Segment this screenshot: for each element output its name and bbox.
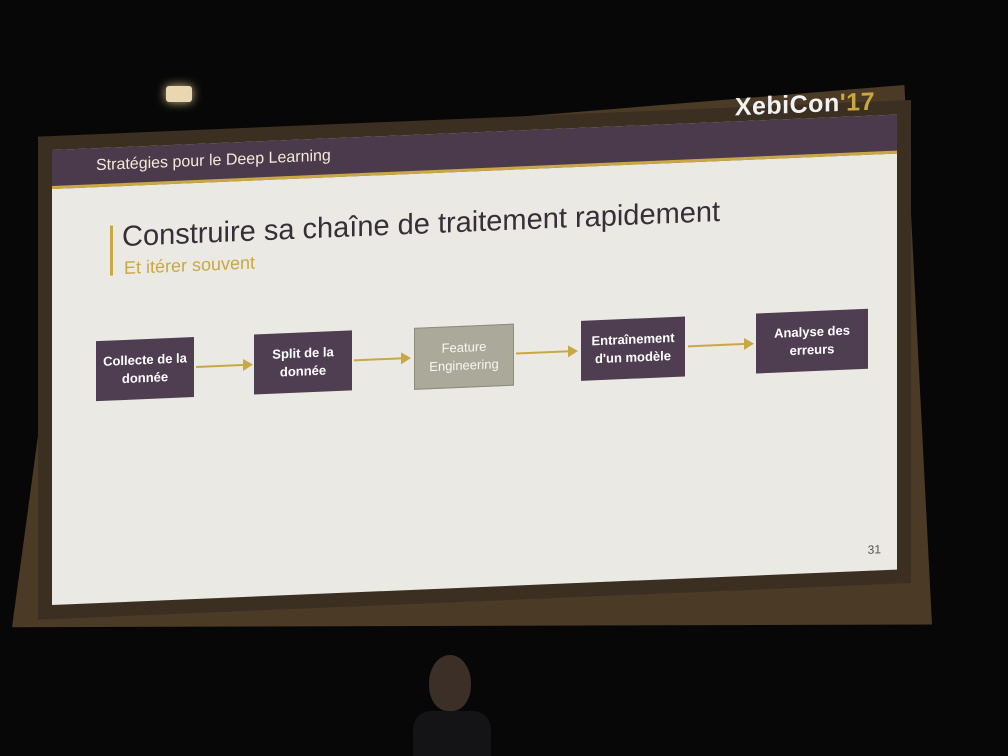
arrow-3	[516, 350, 576, 355]
presentation-slide: Stratégies pour le Deep Learning XebiCon…	[52, 88, 897, 605]
presenter-silhouette	[413, 655, 491, 756]
presenter-head	[429, 655, 471, 711]
slide-header-title: Stratégies pour le Deep Learning	[96, 147, 331, 175]
step-entrainement: Entraînement d'un modèle	[581, 316, 685, 381]
title-accent-bar	[110, 225, 113, 276]
slide-subtitle: Et itérer souvent	[124, 252, 256, 278]
logo-year: '17	[839, 87, 875, 117]
page-number: 31	[867, 542, 881, 557]
arrow-1	[196, 363, 251, 368]
slide-title: Construire sa chaîne de traitement rapid…	[122, 196, 721, 254]
step-analyse: Analyse des erreurs	[756, 308, 868, 374]
logo-text: XebiCon	[734, 88, 840, 122]
step-feature-engineering: Feature Engineering	[414, 323, 514, 390]
ceiling-light	[166, 86, 192, 102]
step-collecte: Collecte de la donnée	[96, 337, 194, 402]
arrow-2	[354, 357, 409, 362]
arrow-4	[688, 342, 752, 348]
step-split: Split de la donnée	[254, 330, 352, 395]
presenter-body	[413, 711, 491, 756]
xebicon-logo: XebiCon'17	[735, 88, 875, 123]
